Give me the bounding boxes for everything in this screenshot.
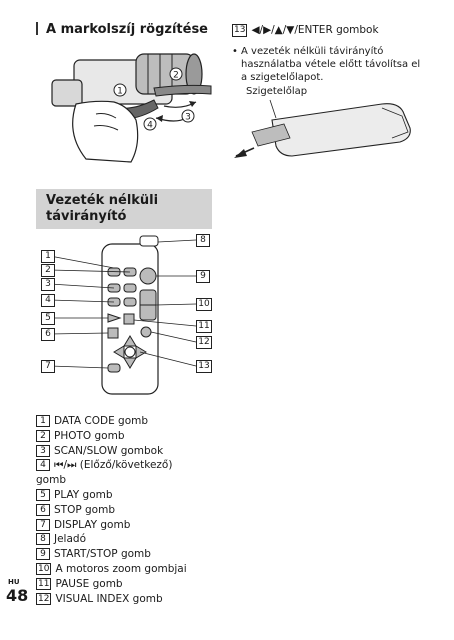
list-item-number: 10 xyxy=(36,562,52,575)
left-arrow-button xyxy=(113,345,125,359)
enter-button-shape xyxy=(124,346,136,358)
callout-7: 7 xyxy=(41,360,55,373)
remote-section-header: Vezeték nélküli távirányító xyxy=(36,189,212,229)
list-item-text: A motoros zoom gombjai xyxy=(55,562,187,575)
list-item-text: SCAN/SLOW gombok xyxy=(54,444,164,457)
grip-belt-title-text: A markolszíj rögzítése xyxy=(46,22,208,37)
step-circle xyxy=(181,109,195,123)
list-item-number: 1 xyxy=(36,415,50,427)
down-arrow-button xyxy=(123,357,137,369)
step-label: 4 xyxy=(147,121,153,131)
list-item-number: 3 xyxy=(36,444,50,457)
callout-9: 9 xyxy=(196,270,210,283)
list-item: 3 SCAN/SLOW gombok xyxy=(36,444,187,459)
list-item: 1 DATA CODE gomb xyxy=(36,414,187,429)
insulation-sheet-label: Szigetelőlap xyxy=(246,86,308,97)
step-label: 2 xyxy=(173,71,179,81)
list-item-text: STOP gomb xyxy=(54,503,115,516)
callout-6: 6 xyxy=(41,328,55,341)
step-circle xyxy=(169,67,183,81)
list-item-number: 9 xyxy=(36,548,50,561)
list-item: 6 STOP gomb xyxy=(36,503,187,518)
remote-section-title: Vezeték nélküli távirányító xyxy=(46,193,158,225)
callout-2: 2 xyxy=(41,264,55,277)
display-button-shape xyxy=(107,363,121,373)
insulation-note: • A vezeték nélküli távirányító használa… xyxy=(232,45,422,84)
callout-10: 10 xyxy=(196,298,212,311)
list-item-text: VISUAL INDEX gomb xyxy=(55,592,163,605)
list-item-text: DATA CODE gomb xyxy=(54,415,149,427)
callout-11: 11 xyxy=(196,320,212,333)
callout-5: 5 xyxy=(41,312,55,325)
insulation-note-text: A vezeték nélküli távirányító használatb… xyxy=(241,46,421,83)
callout-1: 1 xyxy=(41,250,55,263)
language-code: HU xyxy=(8,578,20,586)
up-arrow-button xyxy=(123,335,137,347)
list-item-number: 8 xyxy=(36,533,50,546)
remote-title-line2: távirányító xyxy=(46,209,127,224)
callout-13: 13 xyxy=(196,360,212,373)
bullet-dot: • xyxy=(232,46,238,57)
remote-title-line1: Vezeték nélküli xyxy=(46,193,159,208)
remote-control-illustration xyxy=(49,235,197,395)
list-item-number: 4 xyxy=(36,459,50,472)
list-item-text: PHOTO gomb xyxy=(54,429,125,442)
item-number-box: 13 xyxy=(232,24,248,37)
callout-3: 3 xyxy=(41,278,55,291)
step-label: 1 xyxy=(117,87,123,97)
section-marker xyxy=(36,22,38,35)
callout-12: 12 xyxy=(196,336,212,349)
page-number: 48 xyxy=(6,586,29,605)
list-item-number: 6 xyxy=(36,503,50,516)
list-item: 5 PLAY gomb xyxy=(36,488,187,503)
enter-buttons-heading-text: ◀/▶/▲/▼/ENTER gombok xyxy=(251,24,379,36)
list-item-number: 2 xyxy=(36,429,50,442)
list-item: 7 DISPLAY gomb xyxy=(36,518,187,533)
start-stop-button-shape xyxy=(139,267,157,285)
pause-button-shape xyxy=(123,313,135,325)
insulation-sheet xyxy=(251,123,291,147)
list-item-text: DISPLAY gomb xyxy=(54,518,131,531)
grip-belt-illustration: 1 2 3 4 xyxy=(51,53,212,163)
remote-back xyxy=(271,103,411,157)
insulation-sheet-illustration xyxy=(234,99,411,158)
transmitter xyxy=(139,235,159,247)
list-item-text: START/STOP gomb xyxy=(54,548,151,561)
list-item-number: 12 xyxy=(36,592,52,605)
stop-button-shape xyxy=(107,327,119,339)
list-item-number: 7 xyxy=(36,518,50,531)
list-item: 4 ⏮/⏭ (Előző/következő) xyxy=(36,458,187,473)
list-item: 2 PHOTO gomb xyxy=(36,429,187,444)
list-item-text: PAUSE gomb xyxy=(55,577,123,590)
list-item-text: PLAY gomb xyxy=(54,488,113,501)
callout-4: 4 xyxy=(41,294,55,307)
list-item-text: Jeladó xyxy=(54,533,86,546)
pull-arrow xyxy=(234,149,247,158)
callout-8: 8 xyxy=(196,234,210,247)
list-item-number: 11 xyxy=(36,577,52,590)
hand xyxy=(72,100,139,163)
step-circle xyxy=(113,83,127,97)
list-item: 9 START/STOP gomb xyxy=(36,547,187,562)
list-item-number: 5 xyxy=(36,488,50,501)
enter-buttons-heading: 13◀/▶/▲/▼/ENTER gombok xyxy=(232,24,379,37)
viewfinder xyxy=(51,79,83,107)
button-list: 1 DATA CODE gomb 2 PHOTO gomb 3 SCAN/SLOW g… xyxy=(36,414,187,606)
grip-belt-section-title: A markolszíj rögzítése xyxy=(36,22,208,37)
visual-index-button-shape xyxy=(140,326,152,338)
list-item: 8 Jeladó xyxy=(36,532,187,547)
list-item-text: gomb xyxy=(36,474,66,487)
step-label: 3 xyxy=(185,113,191,123)
list-item-continuation: gomb xyxy=(36,473,187,488)
list-item-text: ⏮/⏭ (Előző/következő) xyxy=(54,459,173,472)
step-circle xyxy=(143,117,157,131)
